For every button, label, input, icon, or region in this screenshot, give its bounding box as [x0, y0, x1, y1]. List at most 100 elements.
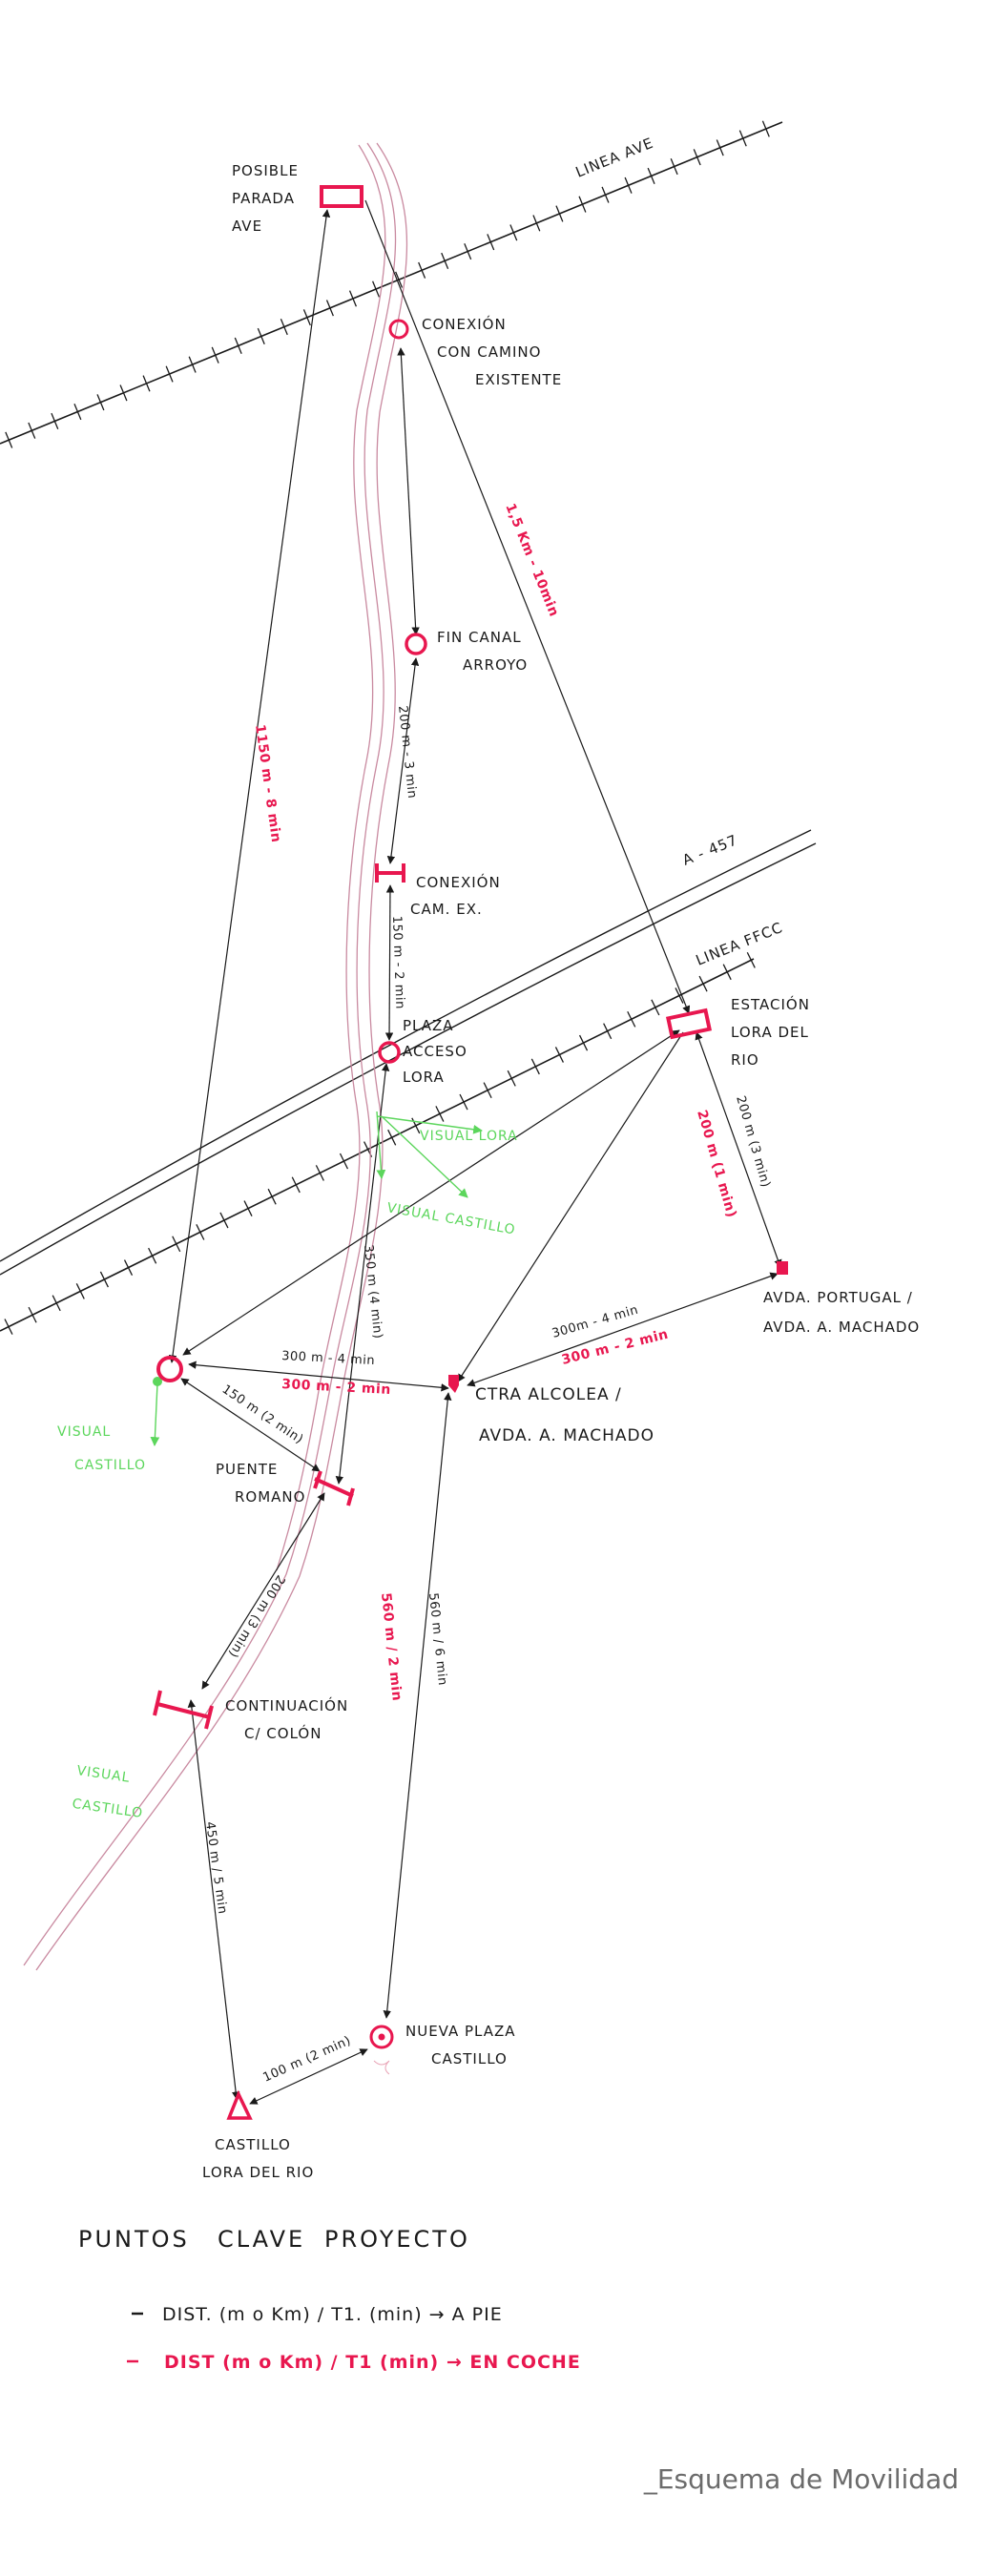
node-puente-romano	[313, 1470, 355, 1506]
rail-tie	[196, 1224, 205, 1240]
legend: PUNTOS CLAVE PROYECTO DIST. (m o Km) / T…	[78, 2226, 581, 2373]
rail-tie	[315, 1165, 324, 1181]
rail-tie	[698, 975, 708, 992]
dist-conexion-plaza: 150 m - 2 min	[389, 916, 406, 1009]
node-ctra-alcolea	[448, 1375, 459, 1393]
link-ave-estacion	[364, 199, 691, 1014]
rail-tie	[578, 196, 587, 213]
link-plaza-puente	[335, 1063, 390, 1485]
rail-tie	[348, 290, 357, 307]
rail-tie	[716, 139, 724, 156]
link-fin-conexion	[386, 657, 420, 864]
label-avda-portugal: AVDA. PORTUGAL / AVDA. A. MACHADO	[763, 1289, 920, 1336]
rail-tie	[418, 261, 426, 279]
node-conexion-cam-ex	[375, 863, 405, 883]
rail-tie	[555, 205, 564, 222]
rail-tie	[554, 1047, 564, 1063]
rail-tie	[291, 1176, 301, 1194]
node-nueva-plaza	[369, 2025, 394, 2075]
rail-tie	[459, 1093, 468, 1111]
label-visual-castillo-1: VISUAL CASTILLO	[385, 1200, 516, 1237]
visual-arrows	[150, 1111, 483, 1446]
link-castillo-plaza	[249, 2048, 368, 2105]
legend-car-label: DIST (m o Km) / T1 (min) → EN COCHE	[164, 2352, 581, 2373]
label-plaza-acceso: PLAZA ACCESO LORA	[403, 1017, 473, 1086]
link-ave-left	[168, 209, 331, 1363]
rail-tie	[219, 1212, 229, 1229]
rail-tie	[411, 1117, 421, 1134]
rail-tie	[647, 167, 655, 185]
rail-tie	[464, 242, 472, 260]
node-left-junction	[156, 1356, 183, 1382]
node-continuacion	[153, 1690, 214, 1730]
rail-tie	[761, 120, 770, 137]
rail-tie	[722, 964, 732, 981]
rail-tie	[624, 177, 633, 194]
rail-tie	[142, 375, 151, 392]
dist-ave-estacion-car: 1,5 Km - 10min	[502, 502, 561, 619]
rail-tie	[172, 1236, 181, 1253]
label-castillo: CASTILLO LORA DEL RIO	[202, 2136, 314, 2181]
rail-tie	[325, 300, 334, 317]
dist-ctra-plaza-car: 560 m / 2 min	[378, 1592, 405, 1702]
rail-tie	[73, 403, 82, 421]
rail-tie	[675, 987, 684, 1004]
link-conexion-fin	[397, 347, 420, 635]
caption: _Esquema de Movilidad	[643, 2463, 959, 2495]
node-avda-portugal	[777, 1261, 788, 1275]
rail-tie	[99, 1271, 109, 1288]
label-linea-ffcc: LINEA FFCC	[694, 919, 785, 969]
rail-tie	[52, 1295, 61, 1312]
rail-tie	[507, 1070, 516, 1087]
label-a457: A - 457	[680, 831, 740, 868]
rail-tie	[280, 319, 288, 336]
rail-tie	[483, 1082, 492, 1099]
rail-tie	[302, 309, 311, 326]
rail-tie	[693, 149, 701, 166]
rail-tie	[670, 158, 678, 176]
dist-puente-continuacion: 200 m (3 min)	[225, 1572, 287, 1660]
rail-tie	[165, 365, 174, 383]
rail-tie	[211, 346, 219, 364]
dist-left-ctra-walk: 300 m - 4 min	[281, 1349, 376, 1368]
dist-continuacion-castillo: 450 m / 5 min	[202, 1820, 229, 1915]
link-left-ctra	[188, 1361, 449, 1392]
dist-ctra-plaza-walk: 560 m / 6 min	[426, 1592, 449, 1687]
node-estacion	[665, 1008, 713, 1040]
rail-tie	[339, 1153, 349, 1170]
rail-tie	[148, 1247, 157, 1264]
dist-plaza-puente: 350 m (4 min)	[361, 1244, 384, 1340]
label-conexion-cam-ex: CONEXIÓN CAM. EX.	[410, 873, 507, 918]
rail-tie	[441, 252, 449, 269]
label-visual-castillo-3: VISUAL CASTILLO	[72, 1763, 149, 1821]
walking-connections	[168, 199, 782, 2105]
rail-tie	[243, 1200, 253, 1216]
label-puente-romano: PUENTE ROMANO	[216, 1461, 305, 1506]
rail-tie	[28, 422, 36, 439]
rail-tie	[4, 1319, 13, 1335]
node-conexion-camino	[388, 319, 409, 340]
rail-tie	[509, 224, 518, 241]
dist-avda-ctra-walk: 300m - 4 min	[550, 1303, 640, 1341]
rail-tie	[257, 327, 265, 345]
rail-tie	[395, 271, 404, 288]
node-parada-ave	[320, 185, 363, 208]
key-points	[153, 185, 788, 2120]
rail-tie	[267, 1188, 277, 1205]
node-castillo	[226, 2089, 253, 2120]
rail-tie	[119, 384, 128, 402]
rail-tie	[746, 951, 756, 968]
dist-estacion-avda-car: 200 m (1 min)	[694, 1109, 739, 1220]
label-continuacion: CONTINUACIÓN C/ COLÓN	[225, 1696, 354, 1742]
rail-tie	[601, 186, 610, 203]
legend-walk-label: DIST. (m o Km) / T1. (min) → A PIE	[162, 2304, 503, 2325]
link-estacion-left	[182, 1029, 680, 1356]
label-linea-ave: LINEA AVE	[573, 135, 656, 181]
rail-tie	[123, 1259, 134, 1276]
rail-tie	[51, 412, 59, 430]
rail-tie	[578, 1034, 589, 1051]
label-nueva-plaza: NUEVA PLAZA CASTILLO	[405, 2023, 521, 2067]
label-visual-lora: VISUAL LORA	[420, 1129, 518, 1144]
